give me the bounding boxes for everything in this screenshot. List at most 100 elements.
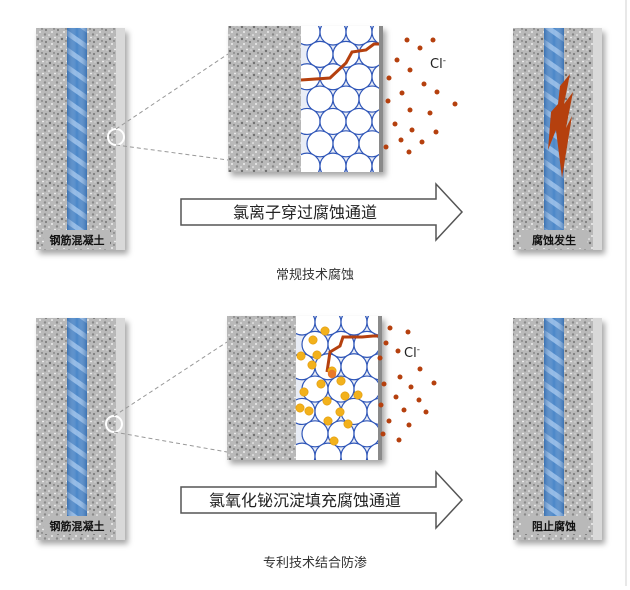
top-right-label-bg — [521, 230, 587, 248]
precipitate-particle — [320, 326, 330, 336]
aggregate-cell — [332, 85, 360, 113]
aggregate-cell — [366, 353, 378, 381]
chloride-ion — [397, 374, 403, 380]
precipitate-particle — [295, 403, 305, 413]
top-rust-corrosion — [548, 74, 573, 178]
top-ion-label: Cl- — [430, 56, 446, 72]
chloride-ion — [387, 325, 393, 331]
aggregate-cell — [371, 64, 379, 89]
aggregate-cell — [366, 397, 378, 425]
chloride-ion — [399, 90, 405, 96]
chloride-ion — [423, 409, 429, 415]
aggregate-cell — [371, 153, 379, 172]
precipitate-particle — [343, 419, 353, 429]
chloride-ion — [408, 384, 414, 390]
aggregate-cell — [371, 109, 379, 134]
chloride-ion — [383, 340, 389, 346]
aggregate-cell — [358, 40, 379, 68]
aggregate-cell — [345, 26, 373, 46]
top-zoom-line-upper — [115, 53, 229, 130]
chloride-ion — [395, 348, 401, 354]
aggregate-cell — [314, 442, 342, 460]
chloride-ion — [430, 37, 436, 43]
top-row: 钢筋混凝土 Cl- 氯离子穿过腐蚀通道 腐蚀发生 — [36, 26, 602, 250]
bottom-bismuth-oxychloride-precipitate — [295, 326, 363, 446]
aggregate-cell — [340, 316, 368, 336]
aggregate-cell — [371, 26, 379, 45]
top-arrow-text: 氯离子穿过腐蚀通道 — [233, 203, 377, 222]
chloride-ion — [398, 137, 404, 143]
bottom-left-rebar — [67, 318, 87, 522]
top-caption: 常规技术腐蚀 — [276, 268, 354, 283]
chloride-ion — [386, 418, 392, 424]
chloride-ion — [417, 45, 423, 51]
precipitate-particle — [336, 376, 346, 386]
chloride-ion — [427, 110, 433, 116]
chloride-ion — [392, 121, 398, 127]
bottom-ion-label: Cl- — [404, 345, 420, 361]
aggregate-cell — [366, 316, 378, 336]
bottom-row: 钢筋混凝土 Cl- 氯氧化铋沉淀填充腐蚀通道 阻止腐蚀 — [36, 316, 602, 540]
chloride-ion — [377, 355, 383, 361]
chloride-ion — [407, 107, 413, 113]
aggregate-cell — [353, 420, 378, 448]
chloride-ion — [406, 149, 412, 155]
aggregate-cell — [319, 152, 347, 172]
chloride-ion — [381, 381, 387, 387]
precipitate-particle — [304, 406, 314, 416]
precipitate-particle — [312, 350, 322, 360]
aggregate-cell — [345, 107, 373, 136]
bottom-caption: 专利技术结合防渗 — [263, 555, 367, 571]
precipitate-particle — [353, 390, 363, 400]
top-left-label-bg — [44, 230, 110, 248]
chloride-ion — [394, 57, 400, 63]
top-zoom-line-lower — [115, 144, 229, 161]
precipitate-particle — [323, 416, 333, 426]
aggregate-cell — [345, 63, 373, 91]
bottom-arrow-text: 氯氧化铋沉淀填充腐蚀通道 — [209, 491, 401, 510]
top-corrosion-channel — [300, 42, 379, 82]
precipitate-particle — [322, 396, 332, 406]
bottom-zoom-line-lower — [113, 431, 228, 453]
aggregate-cell — [332, 130, 360, 158]
chloride-ion — [378, 402, 384, 408]
chloride-ion — [431, 380, 437, 386]
chloride-ion — [452, 101, 458, 107]
top-right-label: 腐蚀发生 — [532, 233, 576, 247]
precipitate-particle — [316, 379, 326, 389]
bottom-left-label-bg — [44, 516, 110, 534]
aggregate-cell — [306, 40, 334, 68]
bottom-zoom-line-upper — [113, 341, 228, 417]
top-aggregate-cells — [301, 26, 379, 172]
precipitate-particle — [299, 387, 309, 397]
chloride-ion — [407, 67, 413, 73]
precipitate-particle — [335, 407, 345, 417]
bottom-chloride-ions — [377, 325, 437, 443]
aggregate-cell — [340, 397, 368, 426]
bottom-right-label-bg — [521, 516, 587, 534]
chloride-ion — [383, 144, 389, 150]
precipitate-particle — [340, 391, 350, 401]
precipitate-particle — [329, 436, 339, 446]
chloride-ion — [416, 397, 422, 403]
aggregate-cell — [340, 353, 368, 381]
chloride-ion — [404, 37, 410, 43]
bottom-right-label: 阻止腐蚀 — [532, 519, 576, 533]
aggregate-cell — [301, 420, 329, 448]
chloride-ion — [393, 394, 399, 400]
top-process-arrow — [180, 182, 464, 242]
aggregate-cell — [358, 85, 379, 113]
bottom-process-arrow — [180, 470, 464, 530]
aggregate-cell — [340, 442, 368, 460]
bottom-left-label: 钢筋混凝土 — [50, 519, 105, 533]
chloride-ion — [434, 89, 440, 95]
chloride-ion — [417, 366, 423, 372]
chloride-ion — [385, 98, 391, 104]
chloride-ion — [386, 75, 392, 81]
precipitate-particle — [307, 360, 317, 370]
aggregate-cell — [345, 152, 373, 172]
chloride-ion — [380, 431, 386, 437]
chloride-ion — [405, 329, 411, 335]
aggregate-cell — [319, 107, 347, 136]
chloride-ion — [401, 407, 407, 413]
